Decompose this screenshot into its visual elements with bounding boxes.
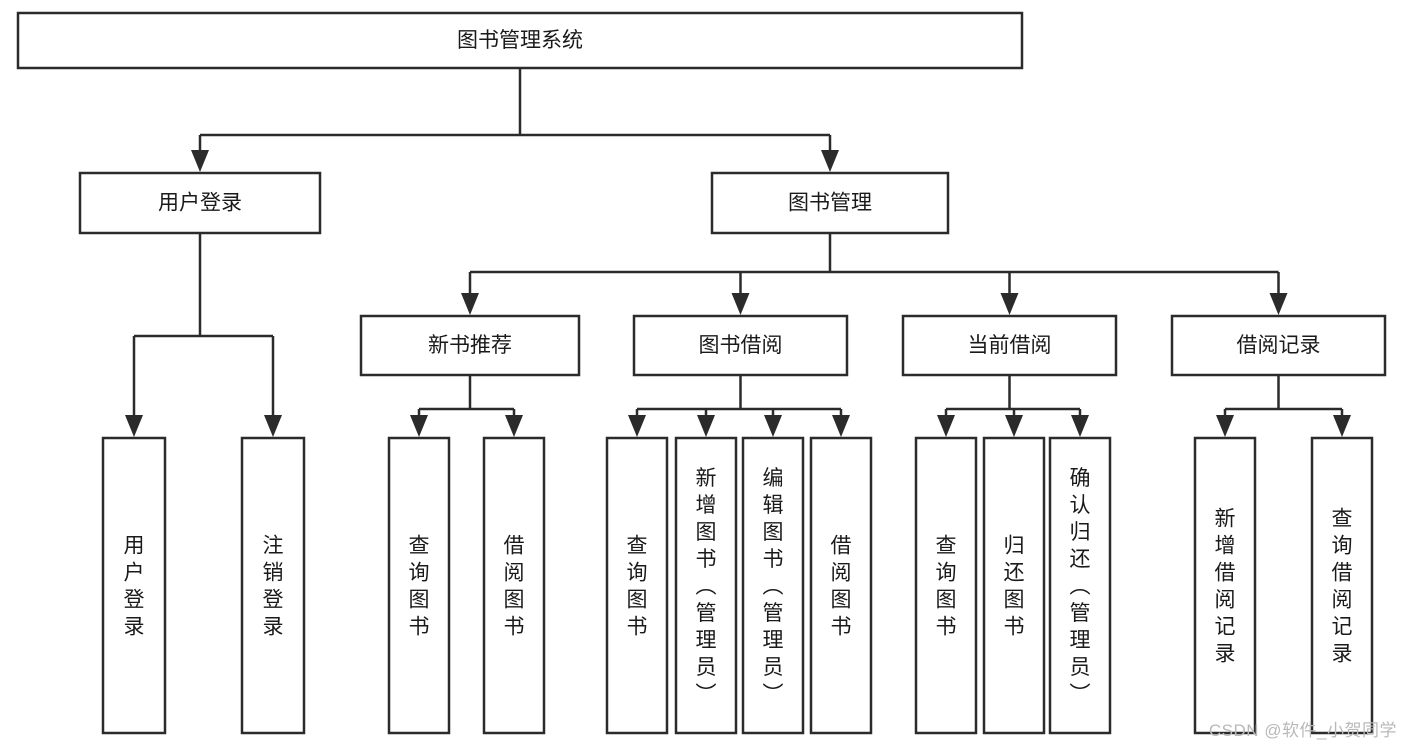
arrow-head-icon xyxy=(628,415,646,437)
node-label-book-borrow: 图书借阅 xyxy=(699,334,783,357)
connector-layer xyxy=(125,68,1351,437)
connector-group-borrow-record xyxy=(1216,375,1351,437)
node-borrow-record[interactable]: 借阅记录 xyxy=(1170,314,1387,377)
node-leaf-query-book-1[interactable]: 查询图书 xyxy=(387,436,451,735)
node-label-leaf-query-book-3: 查询图书 xyxy=(936,535,957,639)
arrow-head-icon xyxy=(505,415,523,437)
node-label-leaf-query-book-1: 查询图书 xyxy=(409,535,430,639)
node-box-leaf-user-login[interactable] xyxy=(101,436,167,735)
node-box-leaf-add-book[interactable] xyxy=(674,436,738,735)
connector-group-root xyxy=(191,68,839,172)
node-leaf-add-book[interactable]: 新增图书︵管理员︶ xyxy=(674,436,738,735)
connector-group-new-book-rec xyxy=(410,375,523,437)
arrow-head-icon xyxy=(410,415,428,437)
node-leaf-user-logout[interactable]: 注销登录 xyxy=(240,436,306,735)
arrow-head-icon xyxy=(937,415,955,437)
node-label-root: 图书管理系统 xyxy=(457,29,583,52)
node-label-leaf-user-login: 用户登录 xyxy=(124,535,145,639)
node-label-leaf-edit-book: 编辑图书︵管理员︶ xyxy=(763,467,784,706)
node-box-root[interactable] xyxy=(16,11,1024,70)
node-box-leaf-query-record[interactable] xyxy=(1310,436,1374,735)
node-root[interactable]: 图书管理系统 xyxy=(16,11,1024,70)
node-box-leaf-query-book-1[interactable] xyxy=(387,436,451,735)
arrow-head-icon xyxy=(1071,415,1089,437)
node-label-leaf-query-record: 查询借阅记录 xyxy=(1332,508,1353,666)
node-label-book-manage: 图书管理 xyxy=(788,192,872,215)
node-user-login[interactable]: 用户登录 xyxy=(78,171,322,235)
node-box-current-borrow[interactable] xyxy=(901,314,1118,377)
arrow-head-icon xyxy=(1216,415,1234,437)
node-book-borrow[interactable]: 图书借阅 xyxy=(632,314,849,377)
arrow-head-icon xyxy=(461,293,479,315)
node-layer: 图书管理系统用户登录图书管理新书推荐图书借阅当前借阅借阅记录用户登录注销登录查询… xyxy=(16,11,1387,735)
node-box-leaf-edit-book[interactable] xyxy=(741,436,805,735)
arrow-head-icon xyxy=(1000,293,1019,315)
node-box-leaf-query-book-2[interactable] xyxy=(605,436,669,735)
node-leaf-add-record[interactable]: 新增借阅记录 xyxy=(1193,436,1257,735)
node-leaf-borrow-book-2[interactable]: 借阅图书 xyxy=(809,436,873,735)
arrow-head-icon xyxy=(764,415,782,437)
node-leaf-query-record[interactable]: 查询借阅记录 xyxy=(1310,436,1374,735)
connector-group-current-borrow xyxy=(937,375,1089,437)
arrow-head-icon xyxy=(264,415,282,437)
node-label-leaf-add-book: 新增图书︵管理员︶ xyxy=(696,467,717,706)
node-box-book-manage[interactable] xyxy=(710,171,950,235)
arrow-head-icon xyxy=(1005,415,1023,437)
node-leaf-user-login[interactable]: 用户登录 xyxy=(101,436,167,735)
node-label-leaf-query-book-2: 查询图书 xyxy=(627,535,648,639)
arrow-head-icon xyxy=(731,293,750,315)
node-leaf-edit-book[interactable]: 编辑图书︵管理员︶ xyxy=(741,436,805,735)
node-label-new-book-rec: 新书推荐 xyxy=(428,334,512,357)
arrow-head-icon xyxy=(1269,293,1288,315)
arrow-head-icon xyxy=(832,415,850,437)
node-label-current-borrow: 当前借阅 xyxy=(968,334,1052,357)
node-box-leaf-borrow-book-1[interactable] xyxy=(482,436,546,735)
node-box-leaf-confirm-return[interactable] xyxy=(1048,436,1112,735)
node-label-leaf-confirm-return: 确认归还︵管理员︶ xyxy=(1070,467,1091,706)
node-label-leaf-add-record: 新增借阅记录 xyxy=(1215,508,1236,666)
node-box-leaf-user-logout[interactable] xyxy=(240,436,306,735)
node-box-book-borrow[interactable] xyxy=(632,314,849,377)
arrow-head-icon xyxy=(697,415,715,437)
node-leaf-query-book-3[interactable]: 查询图书 xyxy=(914,436,978,735)
node-box-new-book-rec[interactable] xyxy=(359,314,581,377)
node-box-leaf-borrow-book-2[interactable] xyxy=(809,436,873,735)
node-leaf-borrow-book-1[interactable]: 借阅图书 xyxy=(482,436,546,735)
connector-group-user-login xyxy=(125,233,282,437)
node-new-book-rec[interactable]: 新书推荐 xyxy=(359,314,581,377)
node-leaf-return-book[interactable]: 归还图书 xyxy=(982,436,1046,735)
watermark-label: CSDN @软件_小贺同学 xyxy=(1208,721,1397,740)
connector-group-book-manage xyxy=(461,233,1288,315)
arrow-head-icon xyxy=(125,415,143,437)
connector-group-book-borrow xyxy=(628,375,850,437)
node-current-borrow[interactable]: 当前借阅 xyxy=(901,314,1118,377)
node-box-leaf-add-record[interactable] xyxy=(1193,436,1257,735)
node-label-leaf-borrow-book-1: 借阅图书 xyxy=(504,535,525,639)
node-label-leaf-return-book: 归还图书 xyxy=(1004,535,1025,639)
node-label-leaf-borrow-book-2: 借阅图书 xyxy=(831,535,852,639)
arrow-head-icon xyxy=(821,150,839,172)
node-leaf-confirm-return[interactable]: 确认归还︵管理员︶ xyxy=(1048,436,1112,735)
node-label-user-login: 用户登录 xyxy=(158,192,242,215)
node-box-leaf-return-book[interactable] xyxy=(982,436,1046,735)
node-box-borrow-record[interactable] xyxy=(1170,314,1387,377)
node-box-user-login[interactable] xyxy=(78,171,322,235)
node-leaf-query-book-2[interactable]: 查询图书 xyxy=(605,436,669,735)
node-book-manage[interactable]: 图书管理 xyxy=(710,171,950,235)
arrow-head-icon xyxy=(1333,415,1351,437)
node-label-borrow-record: 借阅记录 xyxy=(1237,334,1321,357)
arrow-head-icon xyxy=(191,150,209,172)
node-box-leaf-query-book-3[interactable] xyxy=(914,436,978,735)
node-label-leaf-user-logout: 注销登录 xyxy=(263,535,284,639)
